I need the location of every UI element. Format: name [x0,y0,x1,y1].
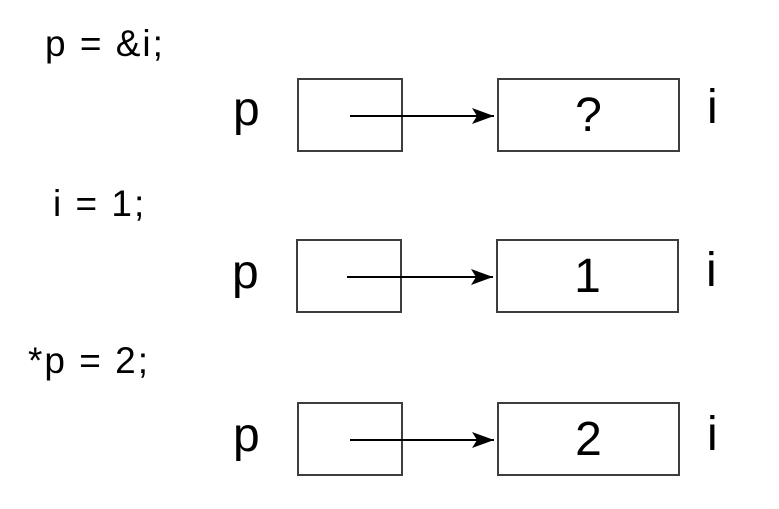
pointer-label: p [232,246,259,299]
pointer-box [297,402,403,476]
value-box [497,402,680,476]
box-value: ? [575,89,602,142]
code-statement: *p = 2; [28,340,151,381]
pointer-label: p [233,409,260,462]
box-value: 2 [575,413,602,466]
box-value: 1 [574,250,601,303]
pointer-box [296,239,402,313]
pointer-label: p [233,83,260,136]
value-box [497,78,680,152]
variable-label: i [707,81,718,134]
pointer-box [297,78,403,152]
value-box [496,239,679,313]
variable-label: i [706,244,717,297]
code-statement: i = 1; [53,183,147,224]
code-statement: p = &i; [45,23,165,64]
variable-label: i [707,408,718,461]
